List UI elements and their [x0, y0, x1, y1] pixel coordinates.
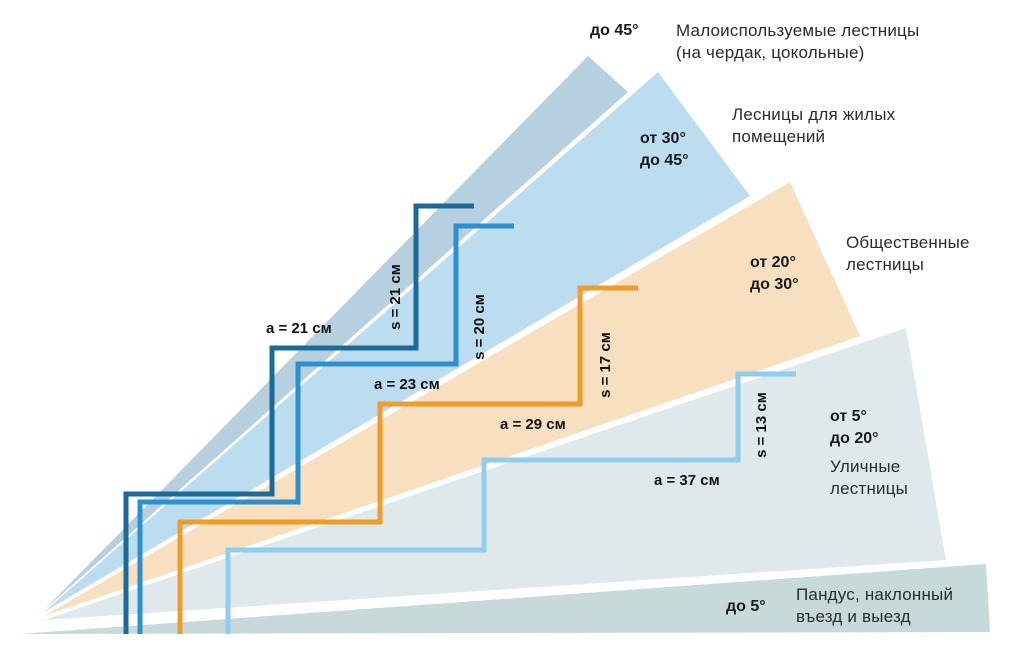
stair-residential-riser: s = 20 см [471, 294, 488, 360]
zone-public [44, 182, 860, 616]
stair-outdoor-riser: s = 13 см [753, 392, 770, 458]
zone-residential-angle: от 30° до 45° [640, 130, 689, 169]
stair-attic-riser: s = 21 см [387, 264, 404, 330]
zone-outdoor-description: Уличные лестницы [830, 457, 909, 498]
zone-public-angle: от 20° до 30° [750, 254, 799, 293]
zone-attic-angle: до 45° [590, 22, 639, 39]
zone-ramp [20, 564, 990, 634]
stair-outdoor-tread: a = 37 см [654, 472, 720, 489]
zone-outdoor-angle: от 5° до 20° [830, 408, 879, 447]
stair-public-tread: a = 29 см [500, 416, 566, 433]
stair-residential-line [137, 223, 514, 634]
zone-ramp-angle: до 5° [726, 598, 766, 615]
stair-outdoor-line [225, 371, 796, 634]
stair-public-riser: s = 17 см [597, 332, 614, 398]
stair-public-line [177, 285, 638, 634]
stair-attic-line [123, 203, 474, 634]
zone-outdoor [44, 328, 946, 620]
stair-residential-tread: a = 23 см [374, 376, 440, 393]
stair-attic-tread: a = 21 см [266, 320, 332, 337]
zone-public-description: Общественные лестницы [846, 233, 970, 274]
zone-ramp-description: Пандус, наклонный въезд и выезд [796, 585, 954, 626]
zone-residential-description: Лесницы для жилых помещений [732, 105, 896, 146]
zone-attic [44, 56, 628, 610]
zone-residential [44, 72, 750, 612]
zone-attic-description: Малоиспользуемые лестницы (на чердак, цо… [676, 21, 920, 62]
